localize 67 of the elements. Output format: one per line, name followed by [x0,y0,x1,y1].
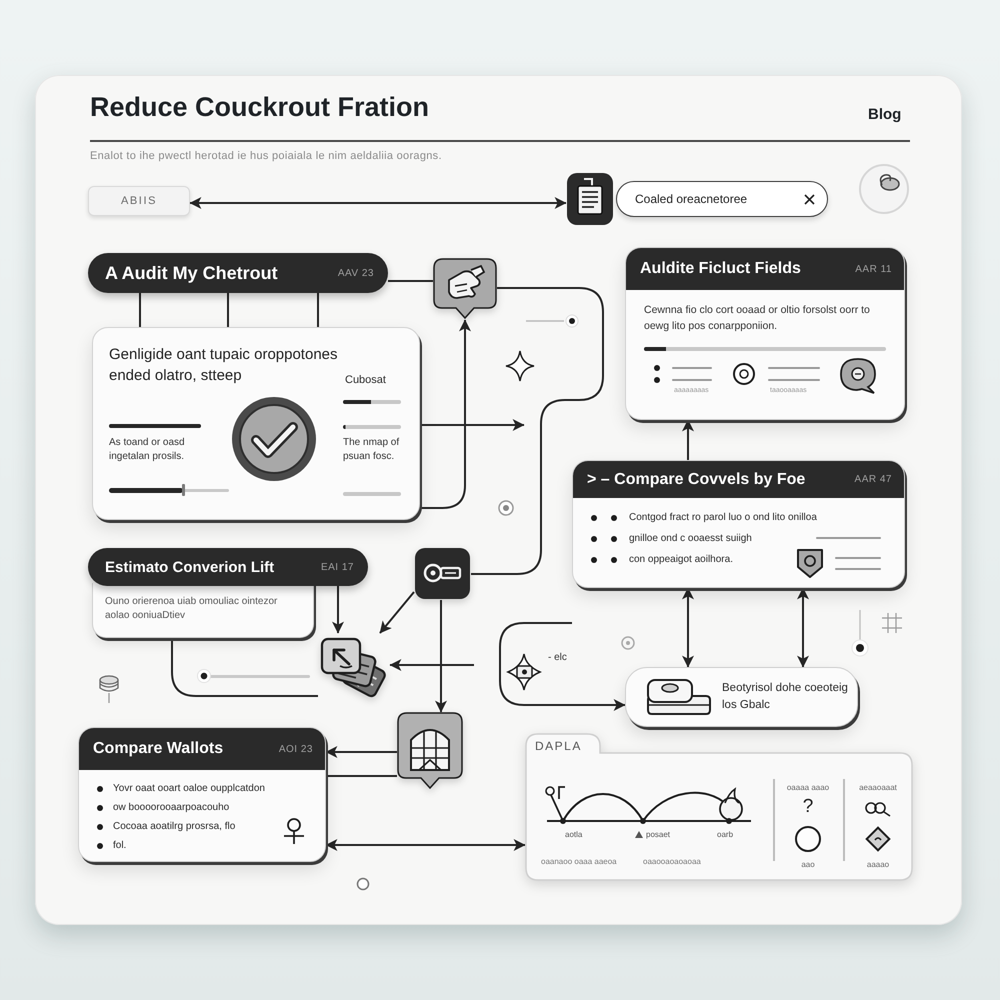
list-item-text: gnilloe ond c ooaesst suiigh [629,532,752,545]
list-item-text: fol. [113,839,126,852]
card-title: Estimato Converion Lift [105,558,274,576]
axis-label: aotla [565,830,582,839]
card-title: Auldite Ficluct Fields [640,260,801,278]
caption-text: The nmap of psuan fosc. [343,436,400,464]
page-title: Reduce Couckrout Fration [90,92,430,123]
column-heading: oaaaa aaao [786,783,830,792]
card-description: Genligide oant tupaic oroppotones ended olatro, stteep [109,345,339,386]
key-icon [414,547,471,600]
search-field: Coaled oreacnetoree [616,181,828,217]
axis-label: posaet [646,830,670,839]
header-bar [88,548,368,586]
connector-line [171,638,318,697]
content-card [78,727,326,862]
list-item-text: Cocoaa aoatilrg prosrsa, flo [113,820,236,833]
arrow [420,419,525,431]
double-arrow [189,197,567,209]
header-bar [88,253,388,293]
content-card [572,460,905,588]
column-heading: Cubosat [345,374,386,386]
arrow [499,622,626,711]
connector-line [471,287,604,575]
content-card [625,247,905,420]
card-tag: AAR 47 [854,474,892,485]
connector-line [227,293,229,327]
description-panel: Ouno orierenoa uiab omouliac ointezor aolao ooniuaDtiev [92,583,314,638]
card-title: Compare Wallots [93,740,224,758]
footnote: oaaooaoaoaoaa [643,857,701,866]
arrow [332,586,344,634]
card-title: A Audit My Chetrout [105,262,278,284]
list-item-text: con oppeaigot aoilhora. [629,553,733,566]
card-tag: EAI 17 [320,562,354,572]
card-tag: AOI 23 [278,744,313,754]
arrow [420,319,471,509]
connector-line [317,293,319,327]
connector-line [139,293,141,327]
caption-text: As toand or oasd ingetalan prosils. [109,436,186,464]
card-tag: AAR 11 [855,264,892,274]
question-mark: ? [802,796,814,818]
arrow [325,746,397,758]
hand-icon [433,258,497,320]
card-title: > – Compare Covvels by Foe [587,470,806,488]
double-arrow [325,839,526,851]
nav-link: Blog [868,106,902,123]
card-description: Cewnna fio clo cort ooaad or oltio forsolst oorr to oewg lito pos conarpponiion. [644,303,871,334]
list-item-text: Yovr oaat ooart oaloe oupplcatdon [113,782,265,795]
content-card [92,327,420,520]
connector-line [388,280,433,282]
tag-label: - elc [548,652,567,663]
arrow [389,659,474,671]
list-item-text: Contgod fract ro parol luo o ond lito onilloa [629,511,817,524]
axis-label: oarb [717,830,734,839]
column-heading: aeaaoaaat [858,783,898,792]
chip-button: ABIIS [88,186,190,216]
card-tag: AAV 23 [338,268,374,278]
arrow [435,600,447,713]
subtitle: Enalot to ihe pwectl herotad ie hus poiaiala le nim aeldaliia ooragns. [90,150,442,162]
arrow [379,591,415,634]
footnote: oaanaoo oaaa aaeoa [541,857,617,866]
connector-line [326,775,397,777]
info-pill [625,667,858,727]
pill-text: Beotyrisol dohe coeoteig los Gbalc [722,681,849,713]
value-label: aaaao [866,860,890,869]
list-item-text: ow boooorooaarpoacouho [113,801,230,814]
tab-label: DAPLA [535,739,582,753]
value-label: aao [800,860,816,869]
